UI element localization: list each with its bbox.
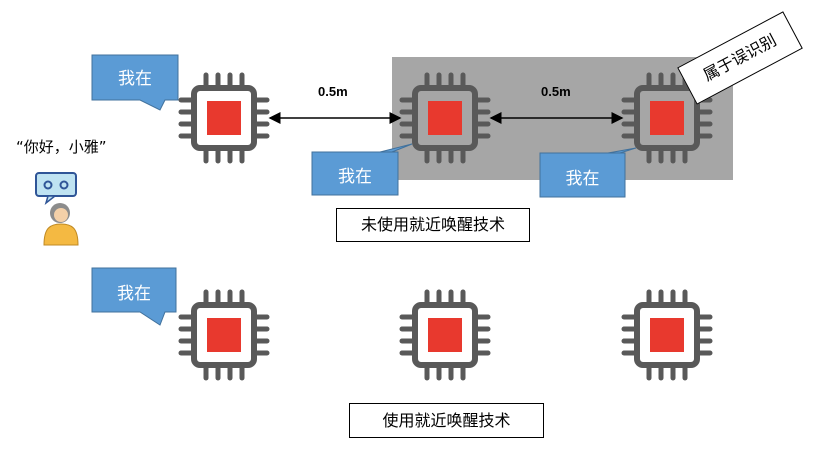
distance-label: 0.5m [318,84,348,99]
speech-bubble-icon [91,267,177,326]
response-text: 我在 [565,169,600,189]
caption-without-proximity-wake: 未使用就近唤醒技术 [336,208,530,242]
response-text: 我在 [117,284,151,304]
chip-icon [181,75,267,161]
speech-bubble-icon [539,147,637,198]
speech-bubble-icon [91,54,179,111]
chip-icon [181,292,267,378]
distance-label: 0.5m [541,84,571,99]
speech-bubble-icon [311,143,413,196]
response-text: 我在 [118,69,152,89]
person-icon [35,172,79,246]
caption-with-proximity-wake: 使用就近唤醒技术 [349,403,544,438]
response-text: 我在 [338,167,372,187]
chip-icon [402,75,488,161]
user-utterance: “你好，小雅” [16,138,107,156]
chip-icon [624,292,710,378]
chip-icon [402,292,488,378]
